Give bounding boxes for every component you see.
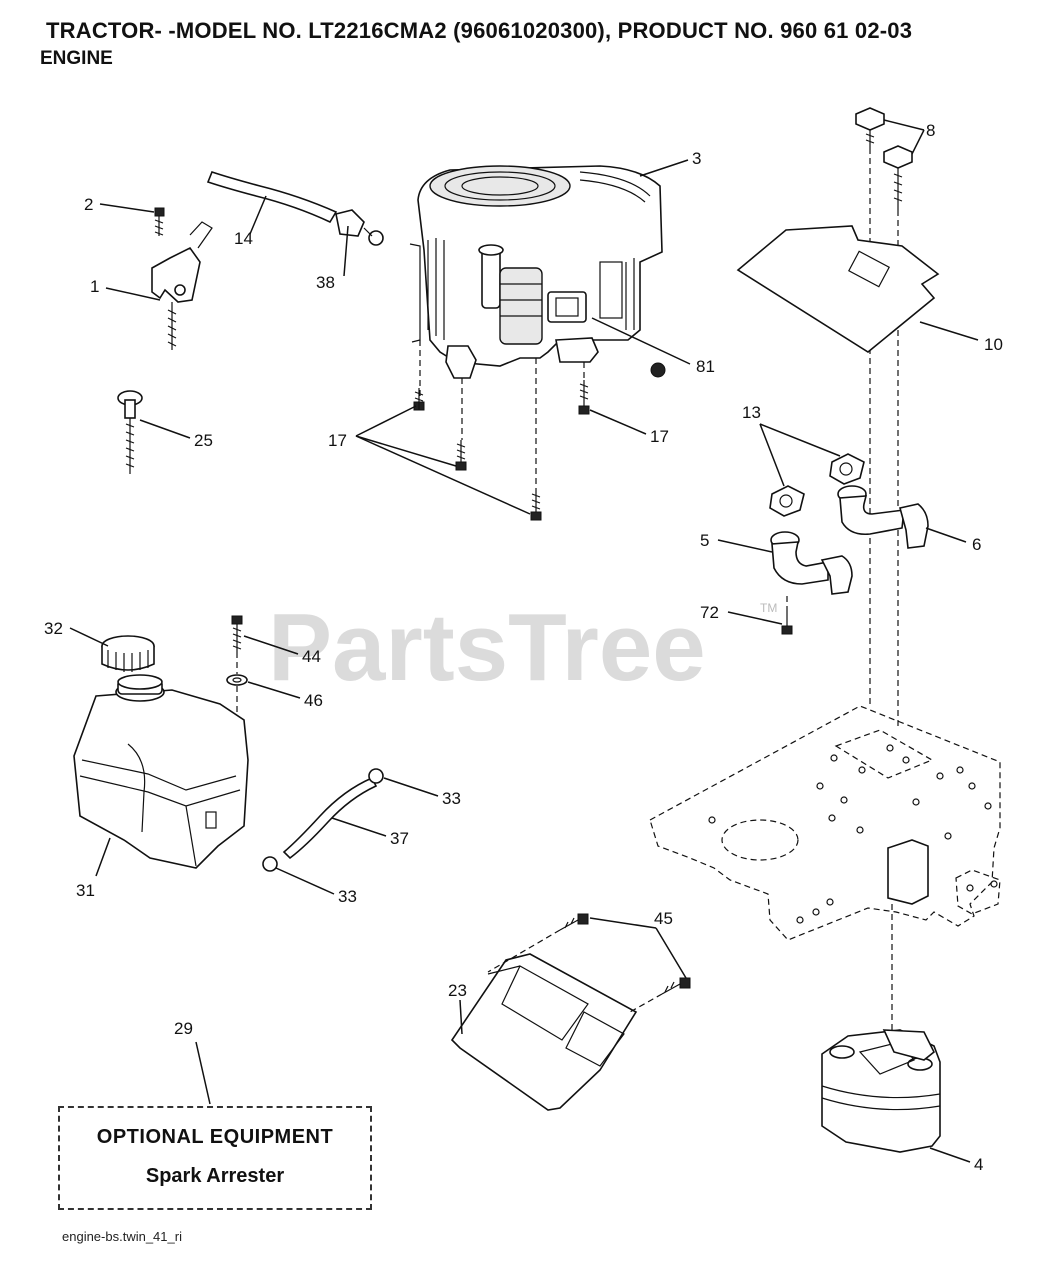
callout-3: 3 — [692, 149, 701, 168]
part-bolts-17[interactable] — [413, 380, 590, 521]
callout-72: 72 — [700, 603, 719, 622]
optional-equipment-box: OPTIONAL EQUIPMENT Spark Arrester — [58, 1106, 372, 1210]
part-exhaust-pipe-6[interactable] — [837, 485, 929, 549]
watermark: PartsTree — [268, 594, 706, 701]
callout-44: 44 — [302, 647, 321, 666]
callout-29: 29 — [174, 1019, 193, 1038]
callout-23: 23 — [448, 981, 467, 1000]
callout-37: 37 — [390, 829, 409, 848]
callout-2: 2 — [84, 195, 93, 214]
part-screws-45[interactable] — [559, 913, 691, 995]
callout-33b: 33 — [338, 887, 357, 906]
part-hose-14[interactable] — [206, 171, 338, 224]
part-muffler-4[interactable] — [821, 1029, 941, 1153]
part-shield-10[interactable] — [736, 225, 940, 353]
callout-32: 32 — [44, 619, 63, 638]
callout-45: 45 — [654, 909, 673, 928]
part-fuel-tank-31[interactable] — [73, 674, 249, 869]
part-washer-46[interactable] — [226, 674, 248, 686]
part-screw-44[interactable] — [231, 615, 243, 652]
callout-38: 38 — [316, 273, 335, 292]
callout-8: 8 — [926, 121, 935, 140]
optional-equipment-title: OPTIONAL EQUIPMENT — [96, 1126, 334, 1148]
callout-14: 14 — [234, 229, 253, 248]
part-fuel-cap-32[interactable] — [101, 635, 155, 672]
section-title: ENGINE — [40, 48, 113, 69]
leader-lines — [69, 119, 979, 1163]
part-frame-plate — [649, 705, 1001, 941]
part-screw-2[interactable] — [154, 207, 165, 236]
callout-1: 1 — [90, 277, 99, 296]
callout-4: 4 — [974, 1155, 983, 1174]
part-screw-72[interactable] — [781, 610, 793, 635]
watermark-tm: TM — [760, 601, 777, 615]
spark-arrester-label[interactable]: Spark Arrester — [145, 1165, 285, 1187]
part-dipstick-25[interactable] — [117, 390, 143, 474]
part-engine-3[interactable] — [409, 165, 663, 379]
part-fitting-38[interactable] — [335, 209, 384, 246]
part-nut-81[interactable] — [650, 362, 666, 378]
page-title: TRACTOR- -MODEL NO. LT2216CMA2 (96061020… — [46, 18, 913, 43]
part-fuel-line-37[interactable] — [282, 776, 378, 860]
callout-31: 31 — [76, 881, 95, 900]
callout-17b: 17 — [650, 427, 669, 446]
callout-13: 13 — [742, 403, 761, 422]
callout-81: 81 — [696, 357, 715, 376]
part-bolts-8[interactable] — [855, 107, 913, 210]
part-clamps-33[interactable] — [262, 768, 384, 872]
callout-10: 10 — [984, 335, 1003, 354]
diagram-filename: engine-bs.twin_41_ri — [62, 1229, 182, 1244]
part-shield-23[interactable] — [450, 953, 638, 1111]
callout-5: 5 — [700, 531, 709, 550]
part-exhaust-pipe-5[interactable] — [770, 531, 853, 595]
callout-33a: 33 — [442, 789, 461, 808]
callout-25: 25 — [194, 431, 213, 450]
callout-labels: 1 2 3 14 38 81 25 17 17 8 10 13 5 6 72 3… — [44, 121, 1003, 1174]
part-gaskets-13[interactable] — [769, 453, 865, 517]
part-throttle-control[interactable] — [151, 221, 213, 350]
callout-6: 6 — [972, 535, 981, 554]
callout-17a: 17 — [328, 431, 347, 450]
callout-46: 46 — [304, 691, 323, 710]
